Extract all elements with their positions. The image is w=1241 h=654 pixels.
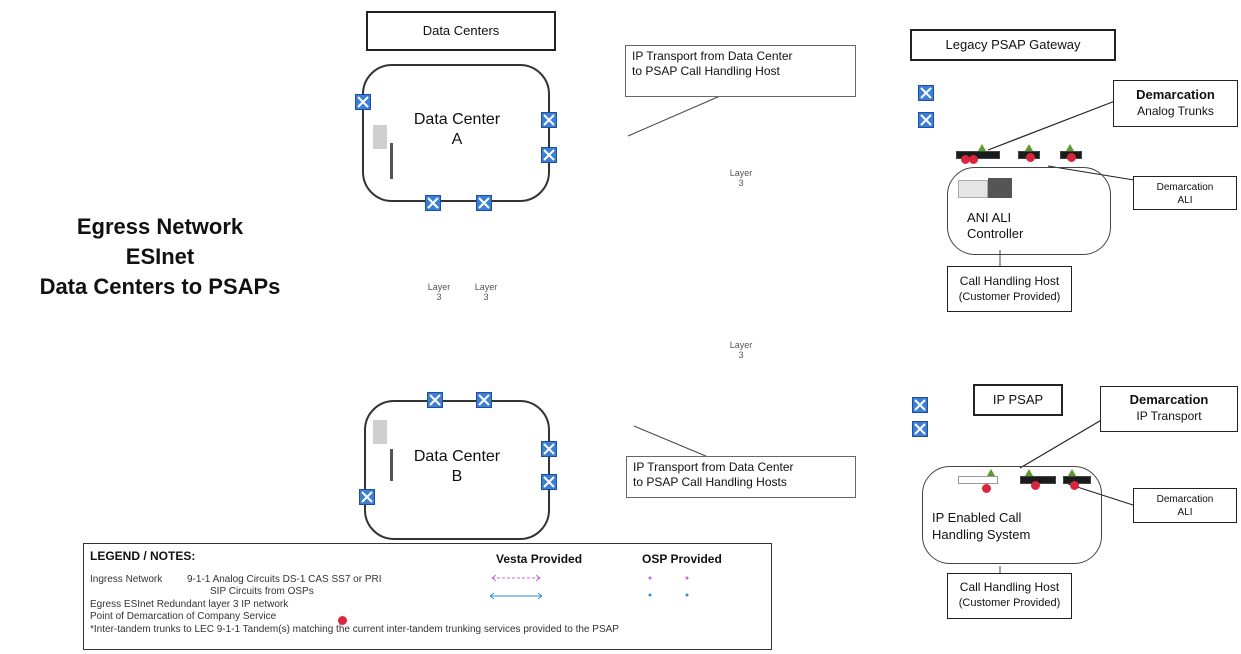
router-icon — [425, 195, 441, 211]
demarcation-ip-transport-box: Demarcation IP Transport — [1100, 386, 1238, 432]
callout-bottom-line1: IP Transport from Data Center — [633, 460, 794, 474]
legend-vesta-header: Vesta Provided — [496, 552, 583, 566]
data-center-a-line2: A — [451, 131, 463, 148]
call-handling-host-box-bottom: Call Handling Host (Customer Provided) — [947, 573, 1072, 619]
router-icon — [918, 112, 934, 128]
legacy-psap-gateway-box: Legacy PSAP Gateway — [910, 29, 1116, 61]
demarcation-point — [961, 155, 970, 164]
demarc-ip-sub: IP Transport — [1136, 409, 1202, 423]
router-icon — [359, 489, 375, 505]
demarc-analog-title: Demarcation — [1136, 87, 1215, 102]
demarc-ali-title-top: Demarcation — [1156, 182, 1214, 193]
host-bottom-line2: (Customer Provided) — [958, 597, 1061, 609]
demarcation-ali-box-bottom: Demarcation ALI — [1133, 488, 1237, 523]
host-top-line1: Call Handling Host — [959, 274, 1060, 288]
ip-system-label: IP Enabled Call Handling System — [932, 509, 1030, 543]
router-icon — [476, 195, 492, 211]
demarcation-point — [1026, 153, 1035, 162]
demarcation-point — [1067, 153, 1076, 162]
ip-system-ring — [922, 466, 1102, 564]
legend-box: LEGEND / NOTES: Vesta Provided OSP Provi… — [83, 543, 772, 650]
demarc-ali-sub-top: ALI — [1177, 195, 1193, 206]
ip-system-line1: IP Enabled Call — [932, 510, 1022, 525]
demarcation-ali-box-top: Demarcation ALI — [1133, 176, 1237, 210]
title-line-3: Data Centers to PSAPs — [39, 274, 281, 299]
demarc-ip-title: Demarcation — [1129, 392, 1209, 407]
server-rack-b — [390, 449, 393, 481]
router-icon — [427, 392, 443, 408]
link-indicator — [978, 144, 986, 151]
legend-demarc-dot — [338, 616, 347, 625]
legend-ingress-line1: 9-1-1 Analog Circuits DS-1 CAS SS7 or PR… — [187, 574, 382, 585]
legend-osp-header: OSP Provided — [642, 552, 722, 566]
demarcation-point — [1070, 481, 1079, 490]
callout-top-line1: IP Transport from Data Center — [632, 49, 793, 63]
server-icon-a — [373, 125, 387, 149]
demarcation-point — [969, 155, 978, 164]
router-icon — [541, 441, 557, 457]
router-icon — [541, 474, 557, 490]
call-handling-host-box-top: Call Handling Host (Customer Provided) — [947, 266, 1072, 312]
ip-system-line2: Handling System — [932, 527, 1031, 542]
demarcation-analog-box: Demarcation Analog Trunks — [1113, 80, 1238, 127]
router-icon — [912, 421, 928, 437]
controller-label: ANI ALI Controller — [967, 210, 1023, 242]
router-icon — [476, 392, 492, 408]
diagram-title: Egress Network ESInet Data Centers to PS… — [5, 212, 315, 302]
router-icon — [541, 112, 557, 128]
ip-transport-callout-bottom: IP Transport from Data Center to PSAP Ca… — [626, 456, 856, 498]
legend-line-samples — [489, 574, 689, 600]
router-icon — [912, 397, 928, 413]
controller-device — [958, 180, 988, 198]
legend-egress-line: Egress ESInet Redundant layer 3 IP netwo… — [90, 599, 289, 610]
demarc-analog-sub: Analog Trunks — [1137, 104, 1214, 118]
legend-title: LEGEND / NOTES: — [90, 549, 196, 563]
data-center-a-ring — [362, 64, 550, 202]
controller-device — [988, 178, 1012, 198]
title-line-2: ESInet — [125, 244, 195, 269]
link-indicator — [1025, 469, 1033, 476]
server-rack-a — [390, 143, 393, 179]
controller-line1: ANI ALI — [967, 210, 1012, 225]
router-icon — [918, 85, 934, 101]
link-indicator — [987, 469, 995, 476]
title-line-1: Egress Network — [76, 214, 244, 239]
ip-transport-callout-top: IP Transport from Data Center to PSAP Ca… — [625, 45, 856, 97]
router-icon — [541, 147, 557, 163]
link-indicator — [1066, 144, 1074, 151]
demarc-ali-title-bottom: Demarcation — [1156, 494, 1214, 505]
data-center-a-line1: Data Center — [413, 111, 501, 128]
legend-ingress-line2: SIP Circuits from OSPs — [210, 586, 314, 597]
gateway-device — [956, 151, 1000, 159]
host-top-line2: (Customer Provided) — [958, 291, 1061, 303]
demarcation-point — [982, 484, 991, 493]
host-bottom-line1: Call Handling Host — [959, 580, 1060, 594]
legend-ingress-label: Ingress Network — [90, 574, 163, 585]
data-center-b-line1: Data Center — [413, 448, 501, 465]
data-center-b-label: Data Center B — [397, 447, 517, 487]
data-center-a-label: Data Center A — [397, 110, 517, 150]
ip-psap-device — [958, 476, 998, 484]
data-centers-header: Data Centers — [366, 11, 556, 51]
router-icon — [355, 94, 371, 110]
link-indicator — [1025, 144, 1033, 151]
server-icon-b — [373, 420, 387, 444]
legend-demarc-line: Point of Demarcation of Company Service — [90, 611, 277, 622]
data-center-b-ring — [364, 400, 550, 540]
data-center-b-line2: B — [451, 468, 463, 485]
demarcation-point — [1031, 481, 1040, 490]
callout-bottom-line2: to PSAP Call Handling Hosts — [633, 475, 787, 489]
link-indicator — [1068, 469, 1076, 476]
legend-note-line: *Inter-tandem trunks to LEC 9-1-1 Tandem… — [90, 624, 619, 635]
callout-top-line2: to PSAP Call Handling Host — [632, 64, 780, 78]
legacy-controller-ring — [947, 167, 1111, 255]
demarc-ali-sub-bottom: ALI — [1177, 507, 1193, 518]
ip-psap-box: IP PSAP — [973, 384, 1063, 416]
controller-line2: Controller — [967, 226, 1024, 241]
